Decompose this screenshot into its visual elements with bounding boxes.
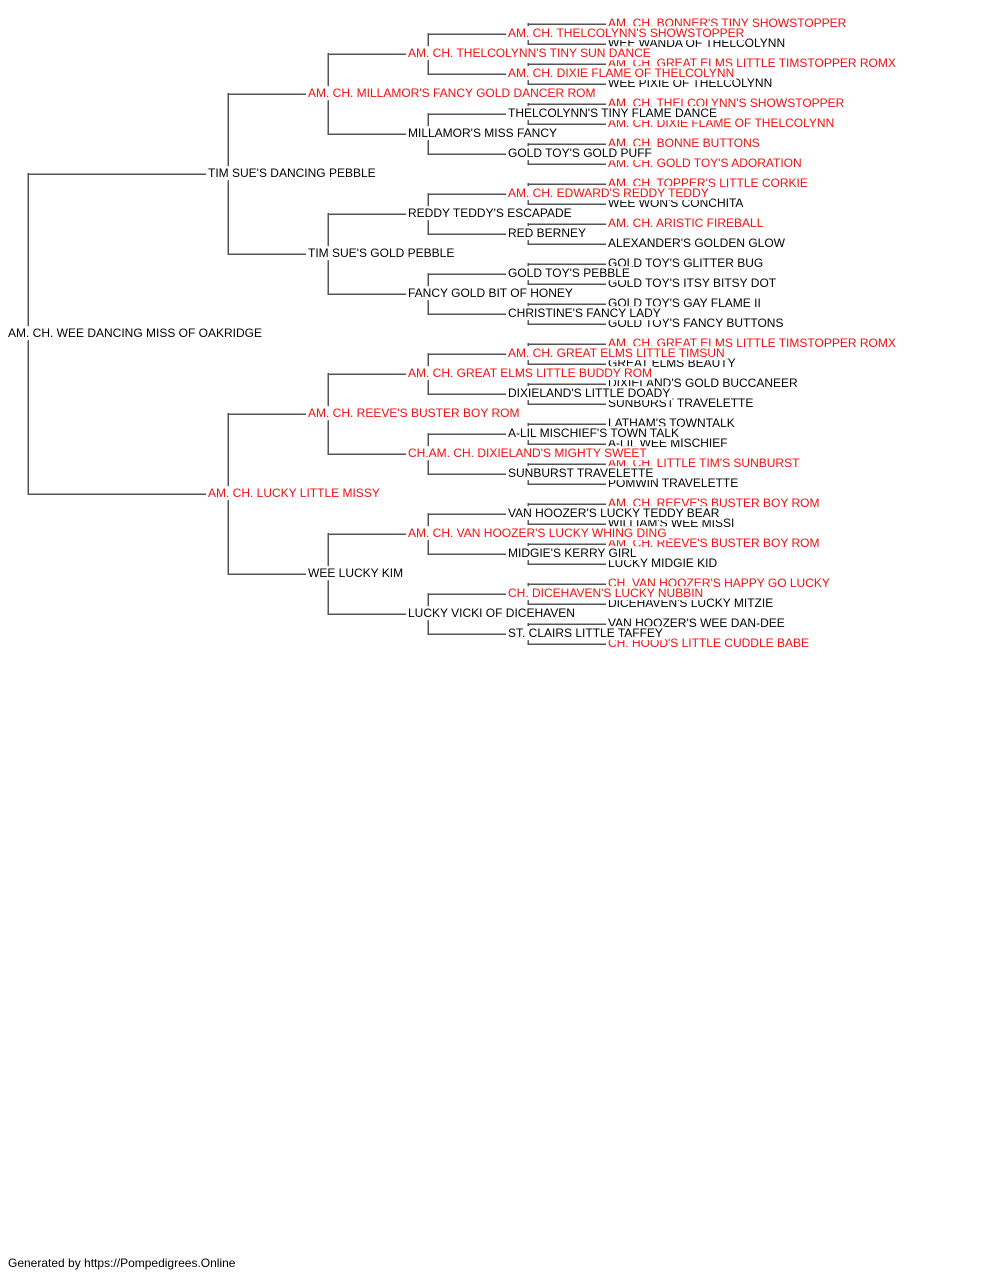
name-backing	[506, 106, 720, 121]
ancestor-name-gen-5: AM. CH. GOLD TOY'S ADORATION	[608, 156, 802, 170]
name-backing	[506, 186, 711, 201]
name-backing	[306, 406, 522, 421]
name-backing	[506, 426, 681, 441]
name-backing	[406, 286, 575, 301]
ancestor-name-gen-1: TIM SUE'S DANCING PEBBLE	[208, 166, 376, 180]
ancestor-name-gen-3: AM. CH. GREAT ELMS LITTLE BUDDY ROM	[408, 366, 652, 380]
name-backing	[506, 626, 665, 641]
ancestor-name-gen-4: VAN HOOZER'S LUCKY TEDDY BEAR	[508, 506, 720, 520]
ancestor-name-gen-2: AM. CH. REEVE'S BUSTER BOY ROM	[308, 406, 519, 420]
name-backing	[306, 246, 457, 261]
ancestor-name-gen-3: REDDY TEDDY'S ESCAPADE	[408, 206, 572, 220]
ancestor-name-gen-4: AM. CH. THELCOLYNN'S SHOWSTOPPER	[508, 26, 745, 40]
ancestor-name-gen-5: GOLD TOY'S ITSY BITSY DOT	[608, 276, 777, 290]
ancestor-name-gen-4: MIDGIE'S KERRY GIRL	[508, 546, 637, 560]
name-backing	[506, 26, 747, 41]
ancestor-name-gen-4: CH. DICEHAVEN'S LUCKY NUBBIN	[508, 586, 703, 600]
name-backing	[6, 326, 265, 341]
footer-credit: Generated by https://Pompedigrees.Online	[8, 1256, 236, 1270]
name-backing	[406, 366, 655, 381]
ancestor-name-gen-2: AM. CH. MILLAMOR'S FANCY GOLD DANCER ROM	[308, 86, 595, 100]
ancestor-name-gen-4: GOLD TOY'S PEBBLE	[508, 266, 630, 280]
ancestor-name-gen-4: SUNBURST TRAVELETTE	[508, 466, 653, 480]
name-backing	[606, 156, 804, 171]
ancestor-name-gen-4: RED BERNEY	[508, 226, 586, 240]
name-backing	[606, 256, 766, 271]
ancestor-name-gen-2: WEE LUCKY KIM	[308, 566, 403, 580]
name-backing	[406, 206, 574, 221]
ancestor-name-gen-3: AM. CH. THELCOLYNN'S TINY SUN DANCE	[408, 46, 651, 60]
name-backing	[406, 526, 669, 541]
ancestor-name-gen-5: ALEXANDER'S GOLDEN GLOW	[608, 236, 786, 250]
name-backing	[206, 486, 382, 501]
name-backing	[306, 86, 598, 101]
name-backing	[606, 216, 766, 231]
name-backing	[506, 226, 589, 241]
name-backing	[506, 306, 663, 321]
ancestor-name-gen-5: AM. CH. LITTLE TIM'S SUNBURST	[608, 456, 800, 470]
name-backing	[506, 466, 656, 481]
name-backing	[506, 506, 722, 521]
name-backing	[506, 546, 639, 561]
name-backing	[406, 126, 559, 141]
ancestor-name-gen-3: AM. CH. VAN HOOZER'S LUCKY WHING DING	[408, 526, 667, 540]
ancestor-name-gen-4: DIXIELAND'S LITTLE DOADY	[508, 386, 670, 400]
name-backing	[606, 276, 779, 291]
ancestor-name-gen-5: GOLD TOY'S GLITTER BUG	[608, 256, 763, 270]
ancestor-name-gen-4: AM. CH. EDWARD'S REDDY TEDDY	[508, 186, 709, 200]
name-backing	[506, 346, 727, 361]
ancestor-name-gen-4: AM. CH. DIXIE FLAME OF THELCOLYNN	[508, 66, 734, 80]
name-backing	[506, 386, 673, 401]
name-backing	[506, 66, 737, 81]
name-backing	[406, 606, 577, 621]
ancestor-name-gen-3: LUCKY VICKI OF DICEHAVEN	[408, 606, 575, 620]
ancestor-name-gen-3: CH.AM. CH. DIXIELAND'S MIGHTY SWEET	[408, 446, 647, 460]
ancestor-name-gen-3: MILLAMOR'S MISS FANCY	[408, 126, 557, 140]
ancestor-name-gen-3: FANCY GOLD BIT OF HONEY	[408, 286, 573, 300]
ancestor-name-gen-4: GOLD TOY'S GOLD PUFF	[508, 146, 652, 160]
ancestor-name-gen-1: AM. CH. LUCKY LITTLE MISSY	[208, 486, 380, 500]
ancestor-name-gen-5: AM. CH. ARISTIC FIREBALL	[608, 216, 764, 230]
name-backing	[506, 146, 654, 161]
ancestor-name-gen-4: THELCOLYNN'S TINY FLAME DANCE	[508, 106, 717, 120]
ancestor-name-gen-4: ST. CLAIRS LITTLE TAFFEY	[508, 626, 663, 640]
ancestor-name-gen-4: A-LIL MISCHIEF'S TOWN TALK	[508, 426, 679, 440]
name-backing	[606, 236, 788, 251]
name-backing	[306, 566, 406, 581]
subject-dog-name: AM. CH. WEE DANCING MISS OF OAKRIDGE	[8, 326, 262, 340]
name-backing	[206, 166, 378, 181]
name-backing	[406, 446, 650, 461]
name-backing	[506, 266, 632, 281]
ancestor-name-gen-2: TIM SUE'S GOLD PEBBLE	[308, 246, 454, 260]
name-backing	[506, 586, 706, 601]
ancestor-name-gen-4: CHRISTINE'S FANCY LADY	[508, 306, 661, 320]
name-backing	[406, 46, 653, 61]
ancestor-name-gen-4: AM. CH. GREAT ELMS LITTLE TIMSUN	[508, 346, 725, 360]
